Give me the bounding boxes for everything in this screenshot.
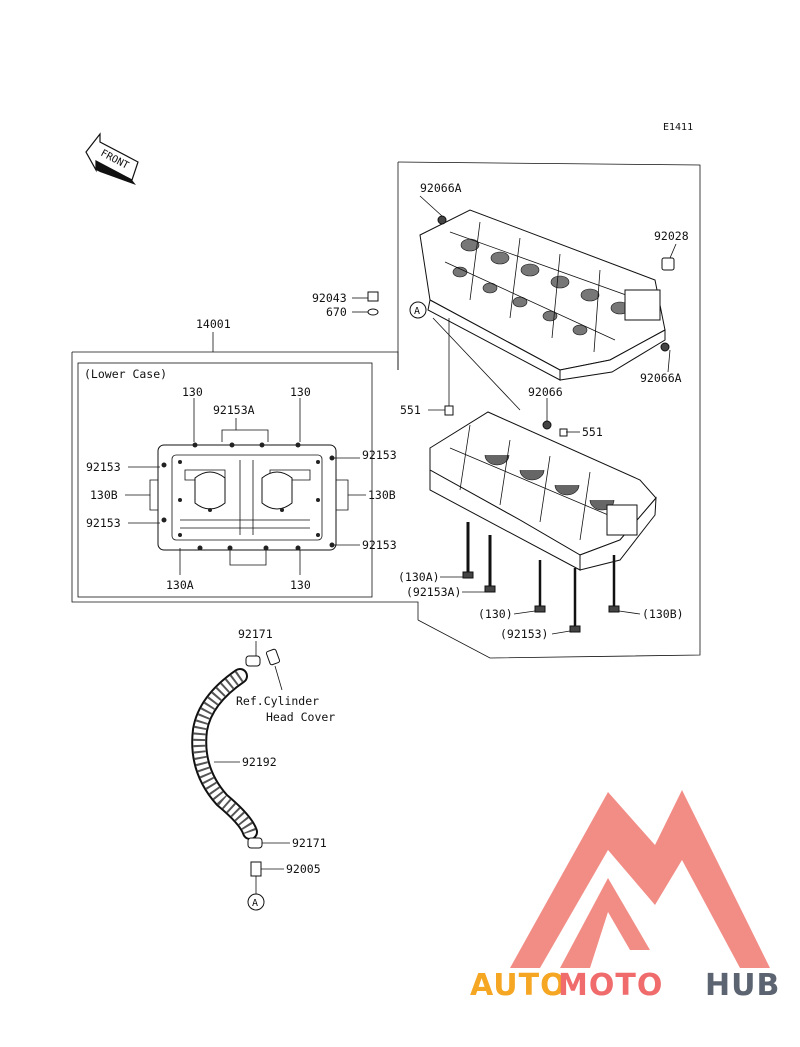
watermark-text-moto: MOTO	[558, 968, 663, 1003]
label-inset-92153-right-top: 92153	[362, 448, 397, 462]
front-arrow-icon: FRONT	[85, 132, 139, 185]
upper-case-boundary	[397, 161, 701, 659]
watermark-text: AUTO MOTO HUB	[470, 968, 780, 1003]
label-inset-92153-left-bottom: 92153	[86, 516, 121, 530]
callout-a-upper	[409, 301, 427, 319]
lower-case-inset	[77, 362, 373, 598]
label-inset-130-bottom: 130	[290, 578, 311, 592]
label-bolt-130B: (130B)	[642, 607, 684, 621]
diagram-code: E1411	[663, 122, 693, 133]
lower-case-title: (Lower Case)	[84, 367, 167, 381]
bolt-130A	[462, 522, 474, 579]
label-bolt-130: (130)	[478, 607, 513, 621]
ref-text-line1: Ref.Cylinder	[236, 694, 319, 708]
label-14001: 14001	[196, 317, 231, 331]
bolt-92153A	[484, 535, 496, 593]
label-92043: 92043	[312, 291, 347, 305]
plug-92028	[661, 257, 675, 271]
clamp-92171-bottom	[247, 837, 263, 849]
lower-crankcase	[429, 405, 657, 571]
watermark-logo	[510, 790, 770, 968]
label-inset-130-right: 130	[290, 385, 311, 399]
watermark-text-auto: AUTO	[470, 968, 567, 1003]
watermark-text-hub: HUB	[705, 968, 780, 1003]
breather-hose	[191, 668, 258, 840]
dowel-92066A-top	[437, 215, 447, 225]
label-670: 670	[326, 305, 347, 319]
label-92028: 92028	[654, 229, 689, 243]
bolt-130B	[608, 555, 620, 613]
label-bolt-130A: (130A)	[398, 570, 440, 584]
dowel-92066A-right	[660, 342, 670, 352]
callout-a-upper-text: A	[414, 306, 420, 317]
label-inset-92153-right-bottom: 92153	[362, 538, 397, 552]
label-inset-92153-left-top: 92153	[86, 460, 121, 474]
label-92066A-right: 92066A	[640, 371, 682, 385]
oring-670	[367, 308, 379, 316]
fitting-92005	[250, 861, 262, 877]
pin-551-right	[559, 428, 568, 437]
label-bolt-92153: (92153)	[500, 627, 548, 641]
upper-crankcase	[419, 209, 675, 381]
dowel-92066	[542, 420, 552, 430]
label-92192: 92192	[242, 755, 277, 769]
label-inset-92153A: 92153A	[213, 403, 255, 417]
label-bolt-92153A: (92153A)	[406, 585, 461, 599]
label-92066: 92066	[528, 385, 563, 399]
label-inset-130-left: 130	[182, 385, 203, 399]
label-inset-130B-left: 130B	[90, 488, 118, 502]
label-inset-130A: 130A	[166, 578, 194, 592]
label-92171-top: 92171	[238, 627, 273, 641]
clamp-92171-top	[245, 655, 261, 667]
bolt-130	[534, 560, 546, 613]
callout-a-lower	[247, 893, 265, 911]
fitting-cylinder-head	[265, 648, 281, 666]
dowel-92043	[367, 291, 379, 302]
label-551-right: 551	[582, 425, 603, 439]
bolt-92153	[569, 568, 581, 633]
pin-551-left	[444, 405, 454, 416]
ref-text-line2: Head Cover	[266, 710, 335, 724]
label-inset-130B-right: 130B	[368, 488, 396, 502]
label-551-left: 551	[400, 403, 421, 417]
callout-a-lower-text: A	[252, 898, 258, 909]
label-92171-bottom: 92171	[292, 836, 327, 850]
label-92005: 92005	[286, 862, 321, 876]
label-92066A-top: 92066A	[420, 181, 462, 195]
lower-case-top-view	[157, 442, 337, 551]
inset-leaders	[125, 398, 366, 575]
